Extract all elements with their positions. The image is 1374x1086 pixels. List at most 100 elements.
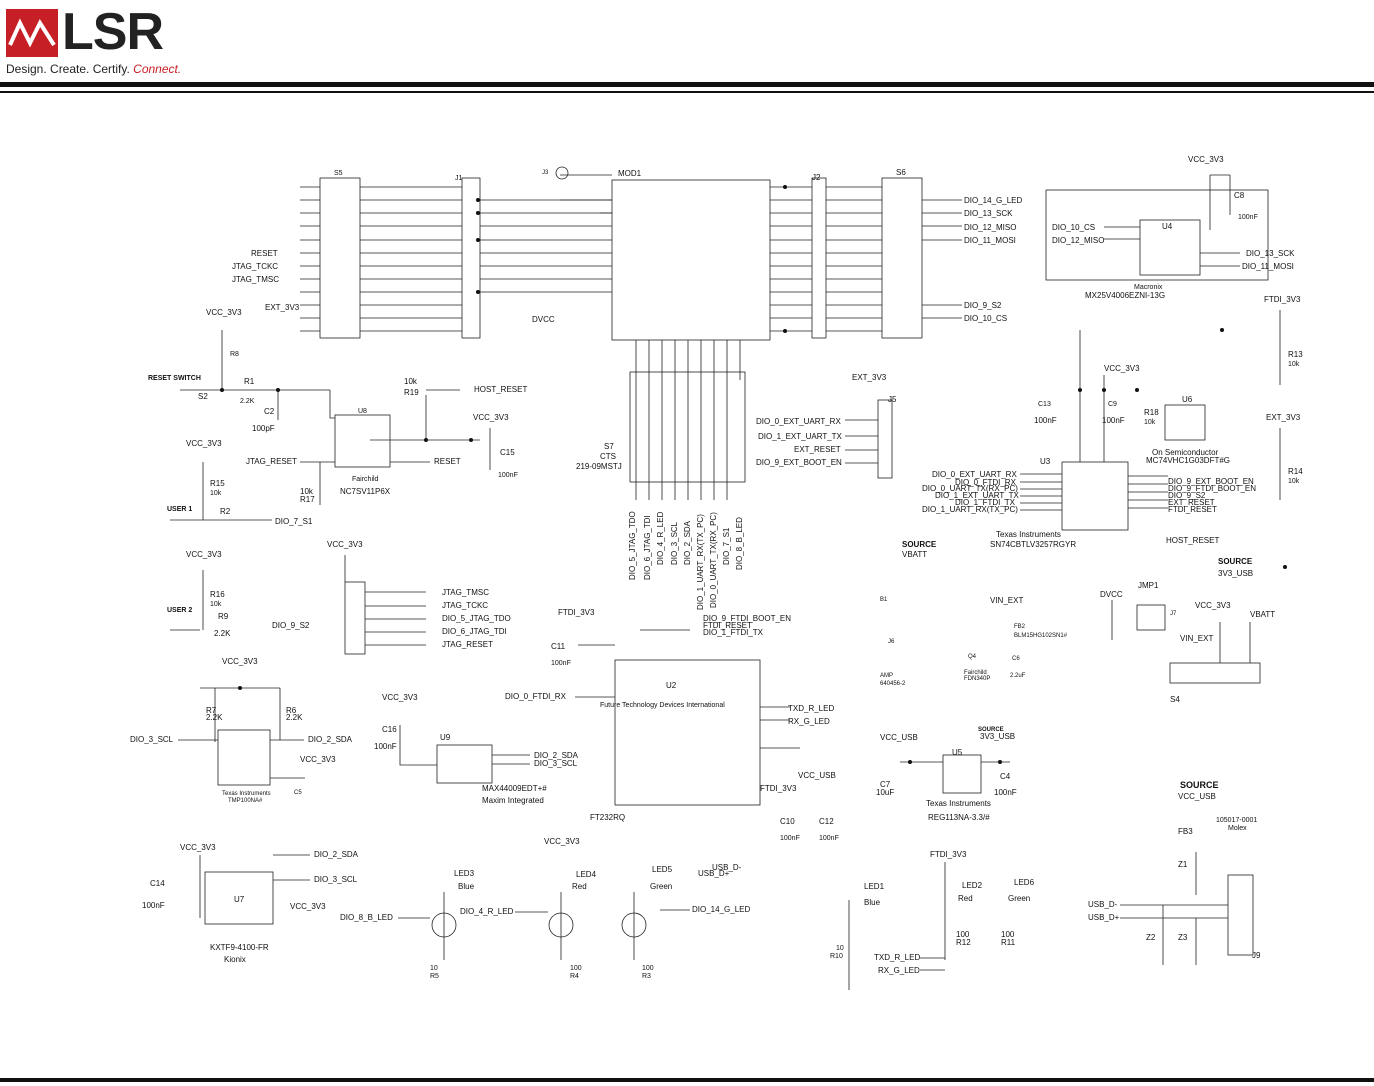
label-v-dio-3: DIO_3_SCL bbox=[670, 521, 679, 565]
label-molex: Molex bbox=[1228, 825, 1247, 832]
label-s4: S4 bbox=[1170, 695, 1180, 704]
label-dio-9-s2: DIO_9_S2 bbox=[964, 301, 1002, 310]
label-r3v: 100 bbox=[642, 965, 654, 972]
label-v-dio-1: DIO_1_UART_RX(TX_PC) bbox=[696, 514, 705, 610]
label-vcc-3v3-r8: VCC_3V3 bbox=[206, 308, 242, 317]
header-rule-thin bbox=[0, 91, 1374, 93]
label-u7: U7 bbox=[234, 895, 245, 904]
label-dio-1-ext-uart-tx: DIO_1_EXT_UART_TX bbox=[758, 432, 843, 441]
label-j7: J7 bbox=[1170, 611, 1177, 617]
label-reset-u8: RESET bbox=[434, 457, 461, 466]
label-v-dio-4: DIO_4_R_LED bbox=[656, 511, 665, 565]
label-105017: 105017-0001 bbox=[1216, 817, 1257, 824]
label-c5: C5 bbox=[294, 790, 302, 796]
label-dio-14-g-led-q3: DIO_14_G_LED bbox=[692, 905, 750, 914]
label-ti-u5: Texas Instruments bbox=[926, 799, 991, 808]
label-r12v: 100 bbox=[956, 930, 970, 939]
label-u3r4: EXT_RESET bbox=[1168, 498, 1215, 507]
label-ti-u1: Texas Instruments bbox=[222, 791, 271, 797]
label-r5v: 10 bbox=[430, 965, 438, 972]
label-c10v: 100nF bbox=[780, 835, 800, 842]
label-vcc-3v3-s4: VCC_3V3 bbox=[1195, 601, 1231, 610]
label-ftdi-3v3-c10: FTDI_3V3 bbox=[760, 784, 797, 793]
label-j3: J3 bbox=[542, 170, 549, 176]
label-c16v: 100nF bbox=[374, 742, 397, 751]
header: LSR Design. Create. Certify. Connect. bbox=[0, 0, 1374, 100]
label-jtag-reset-u8: JTAG_RESET bbox=[246, 457, 297, 466]
label-dio-9-ftdi-boot-en: DIO_9_FTDI_BOOT_EN bbox=[703, 614, 791, 623]
label-txd-r-led-b: TXD_R_LED bbox=[874, 953, 920, 962]
label-c8: C8 bbox=[1234, 191, 1245, 200]
lsr-logo-icon bbox=[6, 9, 58, 57]
label-vcc-3v3-u1b: VCC_3V3 bbox=[300, 755, 336, 764]
label-c14v: 100nF bbox=[142, 901, 165, 910]
label-u3l2: DIO_0_FTDI_RX bbox=[955, 478, 1017, 487]
wiring bbox=[170, 166, 1281, 990]
label-kionix: Kionix bbox=[224, 955, 246, 964]
label-dio-8-b-led-q1: DIO_8_B_LED bbox=[340, 913, 393, 922]
label-c8v: 100nF bbox=[1238, 214, 1258, 221]
label-led5: LED5 bbox=[652, 865, 673, 874]
label-led3: LED3 bbox=[454, 869, 475, 878]
label-mod1: MOD1 bbox=[618, 169, 642, 178]
label-dio-14-g-led: DIO_14_G_LED bbox=[964, 196, 1022, 205]
label-vcc-3v3-c15: VCC_3V3 bbox=[473, 413, 509, 422]
label-maxim: Maxim Integrated bbox=[482, 796, 544, 805]
label-ext-3v3-j5: EXT_3V3 bbox=[852, 373, 887, 382]
label-dio-9-ext-boot-en: DIO_9_EXT_BOOT_EN bbox=[756, 458, 842, 467]
label-dio-0-ext-uart-rx: DIO_0_EXT_UART_RX bbox=[756, 417, 841, 426]
label-ftdi-vendor: Future Technology Devices International bbox=[600, 702, 725, 709]
label-c15v: 100nF bbox=[498, 472, 518, 479]
label-s6: S6 bbox=[896, 168, 906, 177]
label-r18: R18 bbox=[1144, 408, 1159, 417]
label-c2: C2 bbox=[264, 407, 275, 416]
label-z3: Z3 bbox=[1178, 933, 1188, 942]
label-cts: CTS bbox=[600, 452, 616, 461]
label-c4: C4 bbox=[1000, 772, 1011, 781]
label-r13: R13 bbox=[1288, 350, 1303, 359]
label-c9v: 100nF bbox=[1102, 416, 1125, 425]
label-r3: R3 bbox=[642, 973, 651, 980]
label-j5: J5 bbox=[888, 395, 897, 404]
label-u3l3: DIO_0_UART_TX(RX_PC) bbox=[922, 484, 1018, 493]
label-s7p: 219-09MSTJ bbox=[576, 462, 622, 471]
label-u3r2: DIO_9_FTDI_BOOT_EN bbox=[1168, 484, 1256, 493]
label-v-dio-7: DIO_7_S1 bbox=[722, 527, 731, 565]
label-dio-9-s2-b: DIO_9_S2 bbox=[272, 621, 310, 630]
label-fb2: FB2 bbox=[1014, 624, 1026, 630]
label-kxtf9: KXTF9-4100-FR bbox=[210, 943, 269, 952]
label-r1v: 2.2K bbox=[240, 398, 255, 405]
label-dio-2-sda-u7: DIO_2_SDA bbox=[314, 850, 359, 859]
label-u3r5: FTDI_RESET bbox=[1168, 505, 1217, 514]
label-dio-0-ftdi-rx: DIO_0_FTDI_RX bbox=[505, 692, 567, 701]
label-ftdi-reset: FTDI_RESET bbox=[703, 621, 752, 630]
label-source-vbatt: SOURCE bbox=[902, 540, 937, 549]
label-640456: 640456-2 bbox=[880, 681, 906, 687]
label-source-3v3usb: SOURCE bbox=[1218, 557, 1253, 566]
label-vcc-3v3-r16: VCC_3V3 bbox=[186, 550, 222, 559]
label-tmp: TMP100NA# bbox=[228, 798, 263, 804]
label-r14v: 10k bbox=[1288, 478, 1300, 485]
label-b1: B1 bbox=[880, 597, 888, 603]
label-dio-11-mosi-u4: DIO_11_MOSI bbox=[1242, 262, 1294, 271]
label-v-dio-0: DIO_0_UART_TX(RX_PC) bbox=[709, 512, 718, 608]
label-jtag-tmsc: JTAG_TMSC bbox=[232, 275, 279, 284]
label-r1: R1 bbox=[244, 377, 255, 386]
label-c15: C15 bbox=[500, 448, 515, 457]
label-ext-3v3-a: EXT_3V3 bbox=[265, 303, 300, 312]
label-dio-12-miso-u4: DIO_12_MISO bbox=[1052, 236, 1104, 245]
label-j9: J9 bbox=[1252, 951, 1261, 960]
label-u3l5: DIO_1_FTDI_TX bbox=[955, 498, 1016, 507]
label-dio-13-sck: DIO_13_SCK bbox=[964, 209, 1013, 218]
label-c13v: 100nF bbox=[1034, 416, 1057, 425]
label-r6: R6 bbox=[286, 706, 297, 715]
label-dio-3-scl-u7: DIO_3_SCL bbox=[314, 875, 358, 884]
label-c7v: 10uF bbox=[876, 788, 894, 797]
label-c7: C7 bbox=[880, 780, 891, 789]
label-amp: AMP bbox=[880, 673, 893, 679]
label-dio-11-mosi: DIO_11_MOSI bbox=[964, 236, 1016, 245]
label-z2: Z2 bbox=[1146, 933, 1156, 942]
label-vbatt: VBATT bbox=[902, 550, 927, 559]
label-vcc-3v3-u7b: VCC_3V3 bbox=[290, 902, 326, 911]
label-r19v: 10k bbox=[404, 377, 418, 386]
